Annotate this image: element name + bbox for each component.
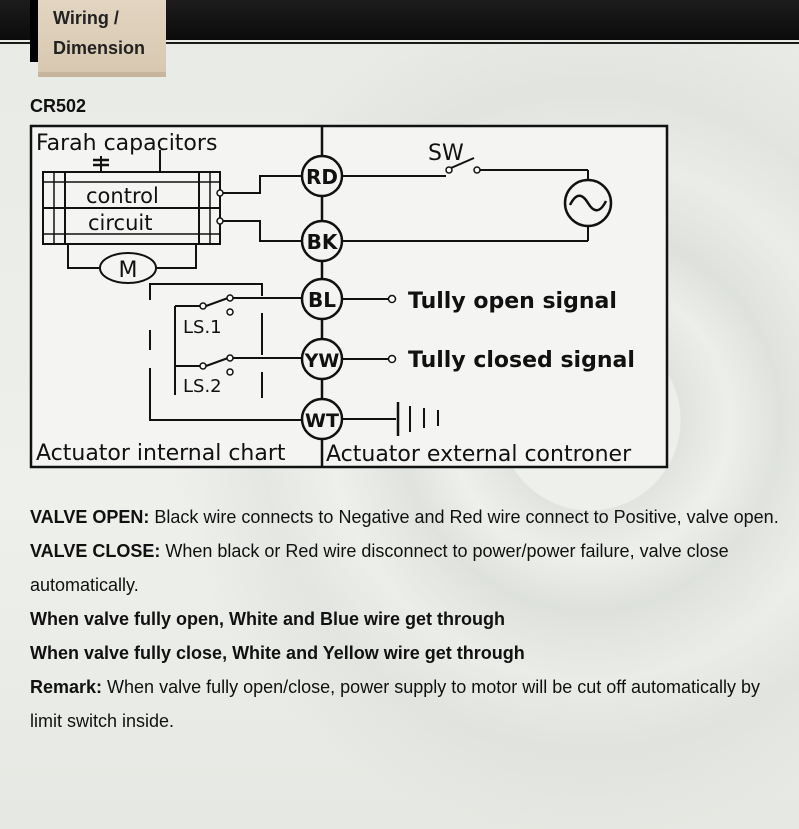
terminal-wt: WT <box>300 397 344 441</box>
terminal-label: YW <box>304 350 340 372</box>
remark-paragraph: Remark: When valve fully open/close, pow… <box>30 670 780 738</box>
description: VALVE OPEN: Black wire connects to Negat… <box>30 500 780 738</box>
ls2-label: LS.2 <box>183 376 222 397</box>
motor-label: M <box>119 258 138 283</box>
motor-wire <box>67 244 197 269</box>
fully-open-line: When valve fully open, White and Blue wi… <box>30 602 780 636</box>
open-signal-label: Tully open signal <box>408 289 617 314</box>
remark-text: When valve fully open/close, power suppl… <box>30 677 761 731</box>
switch-label: SW <box>428 141 464 166</box>
ac-source-icon <box>563 178 613 228</box>
external-controller-label: Actuator external controner <box>326 442 632 467</box>
terminal-label: WT <box>305 410 339 432</box>
model-number: CR502 <box>30 96 87 116</box>
control-circuit-block <box>42 171 221 245</box>
valve-close-text: When black or Red wire disconnect to pow… <box>30 541 729 595</box>
remark-title: Remark: <box>30 677 103 697</box>
fully-close-line: When valve fully close, White and Yellow… <box>30 636 780 670</box>
tab-title-line1: Wiring / <box>53 8 119 28</box>
terminal-bl: BL <box>300 277 344 321</box>
diagram-frame <box>29 124 669 469</box>
terminal-yw: YW <box>300 337 344 381</box>
terminal-label: BK <box>307 230 339 254</box>
tab-stripe <box>30 0 38 62</box>
motor-symbol <box>99 252 157 284</box>
fully-open-text: When valve fully open, White and Blue wi… <box>30 609 506 629</box>
internal-chart-label: Actuator internal chart <box>36 441 286 466</box>
terminal-dot <box>216 189 224 197</box>
terminal-label: BL <box>308 288 336 312</box>
terminal-dot <box>216 217 224 225</box>
capacitor-symbol <box>93 150 161 172</box>
limit-switch-wiring <box>149 283 300 421</box>
terminal-rd: RD <box>300 154 344 198</box>
closed-signal-label: Tully closed signal <box>408 348 635 373</box>
terminal-label: RD <box>306 165 338 189</box>
tab-box: Wiring / Dimension <box>38 0 166 77</box>
wire-rd <box>223 175 302 194</box>
ground-icon <box>342 402 439 436</box>
ls1-label: LS.1 <box>183 317 222 338</box>
valve-close-paragraph: VALVE CLOSE: When black or Red wire disc… <box>30 534 780 602</box>
control-label: control <box>86 184 159 208</box>
signal-dot <box>387 354 397 364</box>
top-divider <box>0 42 799 44</box>
ls1-switch <box>174 294 302 395</box>
section-tab: Wiring / Dimension <box>30 0 166 78</box>
valve-close-title: VALVE CLOSE: <box>30 541 161 561</box>
capacitor-label: Farah capacitors <box>36 131 217 156</box>
valve-open-paragraph: VALVE OPEN: Black wire connects to Negat… <box>30 500 780 534</box>
external-power-circuit <box>342 157 589 242</box>
signal-dot <box>387 294 397 304</box>
valve-open-title: VALVE OPEN: <box>30 507 150 527</box>
valve-open-text: Black wire connects to Negative and Red … <box>149 507 779 527</box>
circuit-label: circuit <box>88 211 152 235</box>
terminal-bk: BK <box>300 219 344 263</box>
ls2-switch <box>175 354 302 376</box>
tab-title-line2: Dimension <box>53 38 146 58</box>
wire-bk <box>223 220 302 242</box>
fully-close-text: When valve fully close, White and Yellow… <box>30 643 525 663</box>
